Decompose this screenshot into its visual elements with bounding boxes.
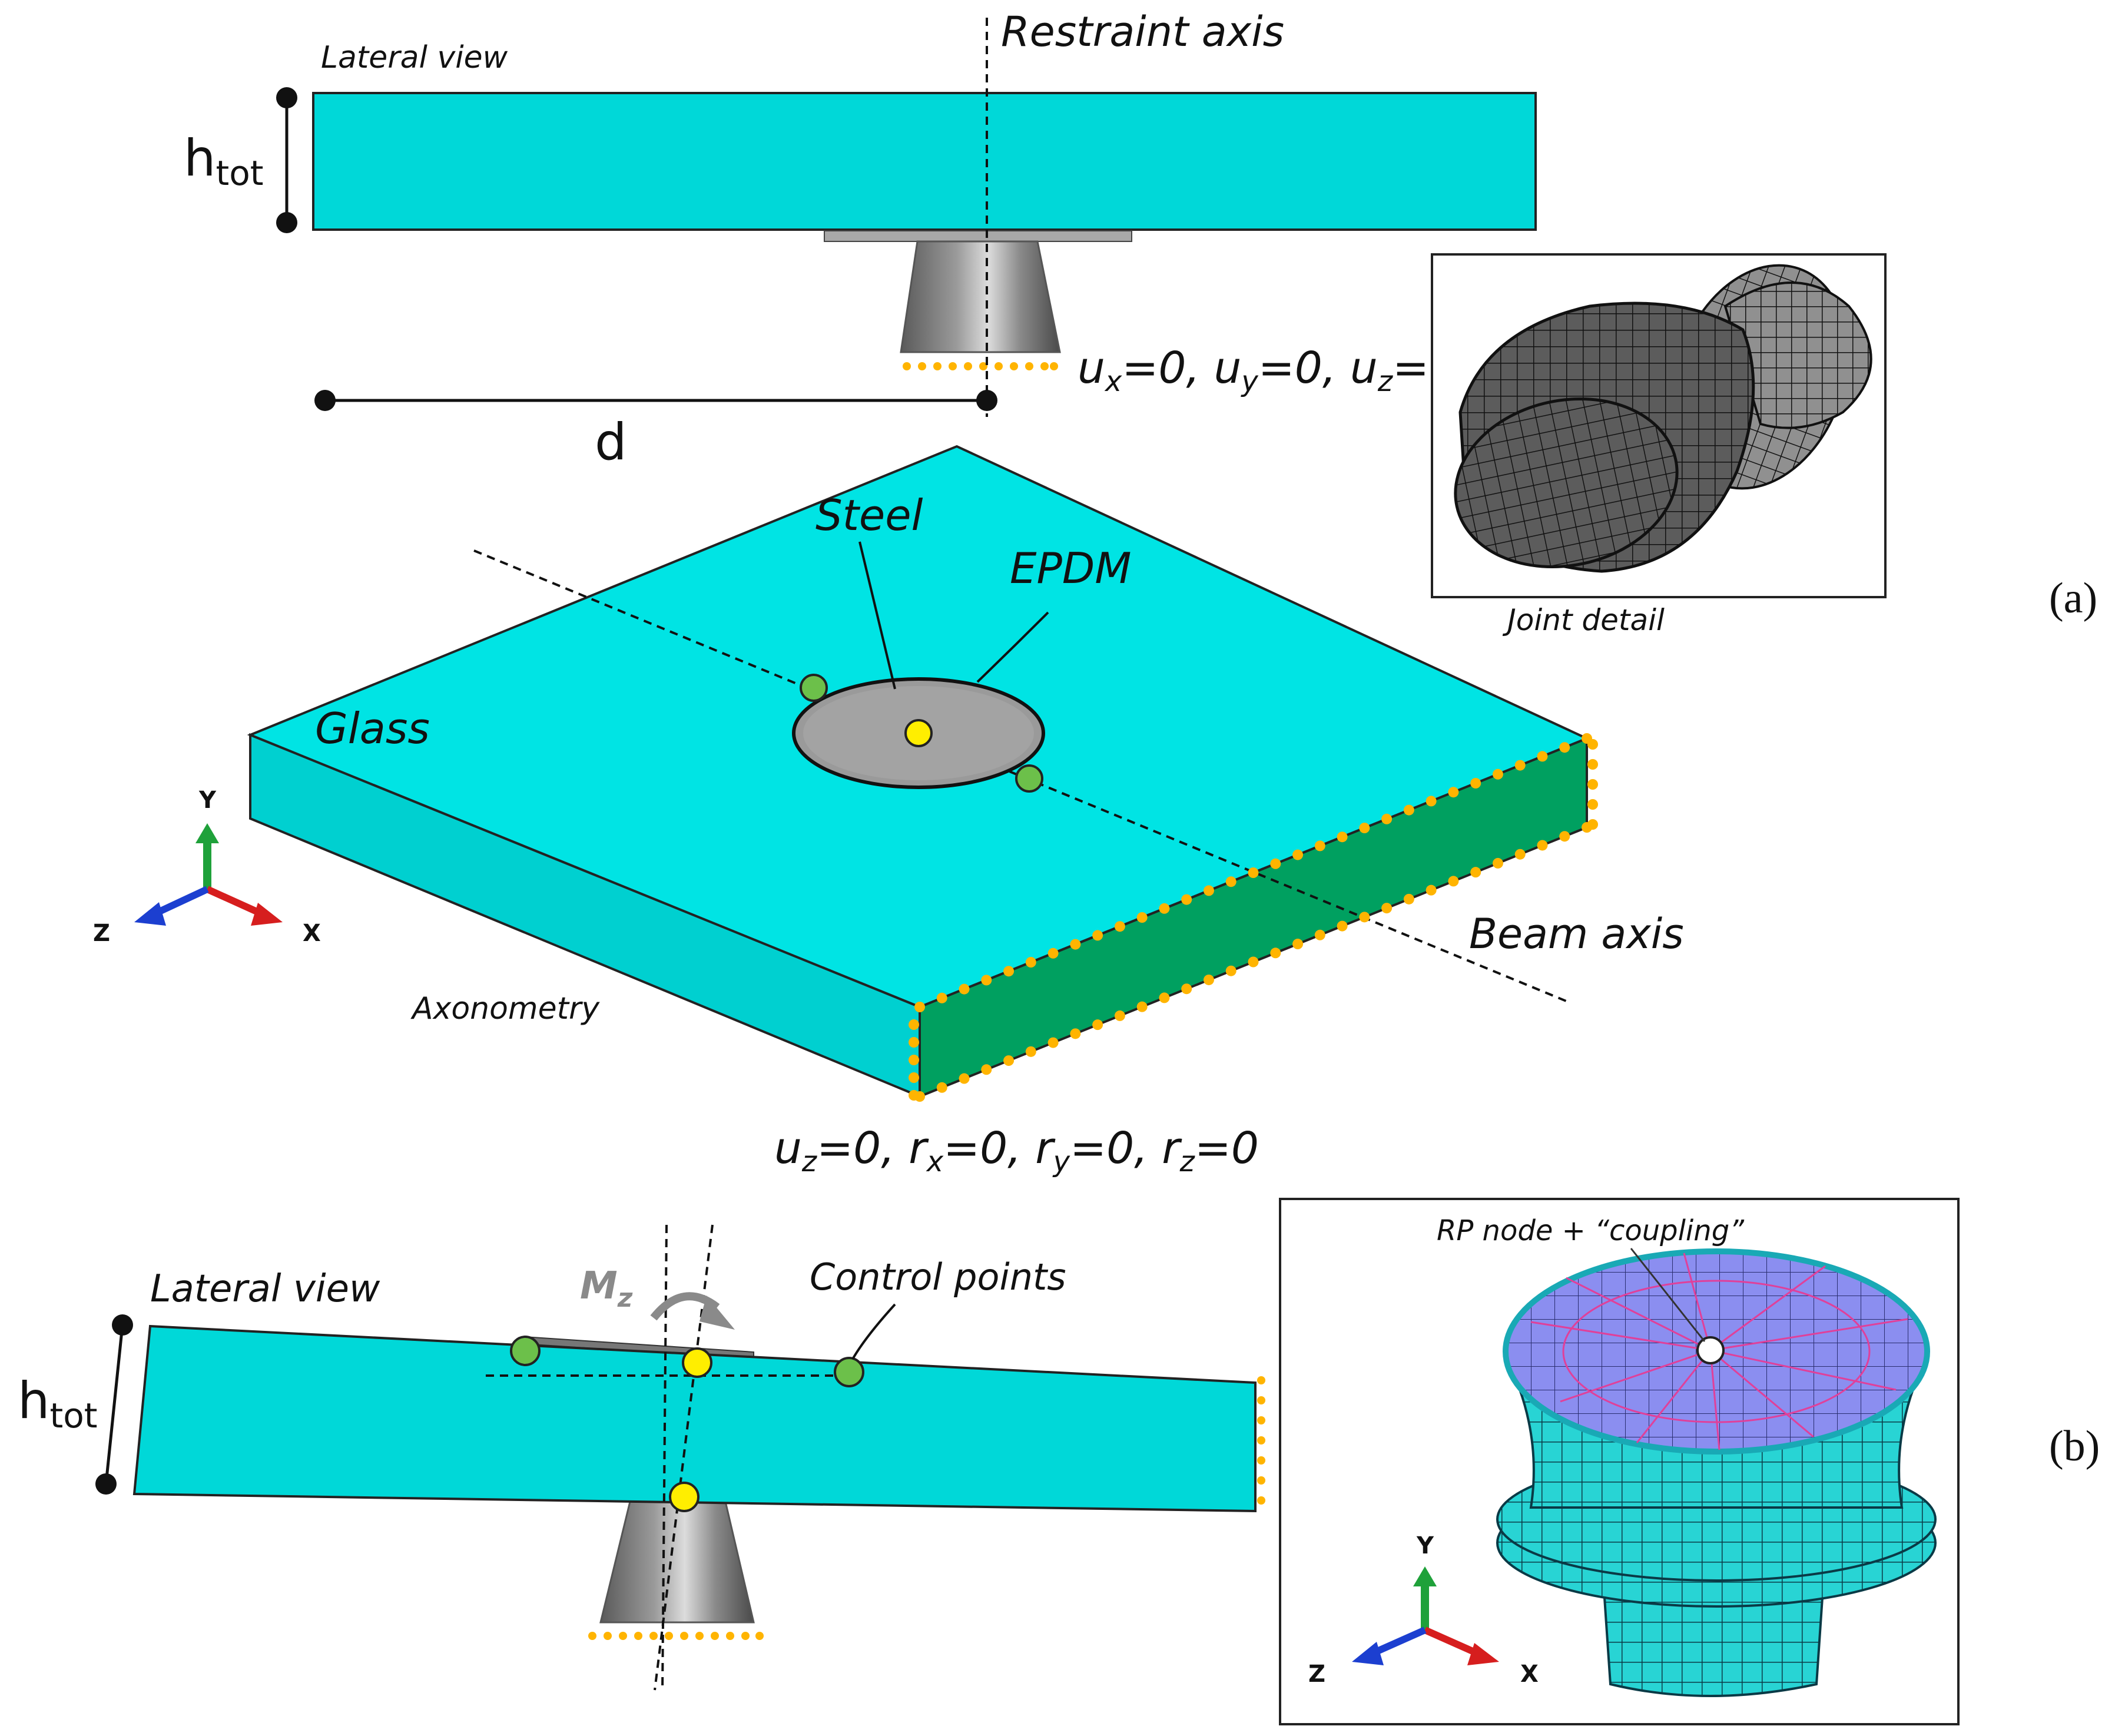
restraint-dots-clamped [909, 733, 1598, 1102]
restraint-dots-top [903, 362, 1058, 370]
control-point-a1 [800, 674, 828, 702]
restraint-dots-bottom-b [588, 1632, 764, 1640]
beam-axis-label: Beam axis [1469, 910, 1684, 958]
control-points-label: Control points [810, 1255, 1066, 1298]
steel-label: Steel [815, 491, 923, 540]
glass-plate-deformed [132, 1324, 1257, 1513]
bc-bottom-text: uz=0, rx=0, ry=0, rz=0 [774, 1123, 1259, 1178]
rp-node-inset: RP node + “coupling” Y Z X [1279, 1198, 1960, 1725]
d-dot-right [976, 390, 997, 411]
htot-label-b: htot [18, 1371, 97, 1436]
rp-node-label: RP node + “coupling” [1437, 1214, 1745, 1247]
bc-top-text: ux=0, uy=0, uz=0 [1078, 343, 1457, 398]
panel-label-b: (b) [2049, 1422, 2100, 1470]
rp-node-point [1696, 1336, 1725, 1364]
epdm-leader [976, 611, 1049, 683]
htot-dot-top-b [112, 1314, 133, 1336]
moment-label: Mz [580, 1264, 633, 1313]
reference-point-a [904, 719, 933, 747]
panel-b-lateral-view: Lateral view Mz [18, 1224, 1265, 1691]
reference-point-b1 [682, 1347, 712, 1378]
axis-x-b: X [1520, 1661, 1539, 1688]
reference-point-b2 [669, 1482, 700, 1512]
htot-dot-top-a [276, 87, 297, 108]
htot-label-a: htot [184, 129, 263, 193]
htot-dot-bottom-b [95, 1473, 117, 1495]
panel-a-lateral-view: Lateral view Restraint axis htot d ux=0,… [184, 8, 1537, 472]
joint-detail-inset: Joint detail [1431, 253, 1887, 637]
panel-a-axonometry: Steel EPDM Glass Beam axis Axonometry uz… [93, 445, 1684, 1178]
coupling-lines [1530, 1253, 1908, 1450]
joint-rear-cylinder [1723, 281, 1872, 429]
steel-fitting-deformed [599, 1500, 755, 1624]
axis-z-b: Z [1308, 1661, 1325, 1688]
joint-detail-label: Joint detail [1502, 603, 1665, 637]
glass-plate-lateral [312, 92, 1537, 231]
control-point-b2 [834, 1357, 864, 1387]
control-point-a2 [1015, 764, 1043, 793]
steel-fitting-lateral [900, 240, 1061, 353]
restraint-axis-label: Restraint axis [1001, 8, 1284, 56]
axis-triad-a: Y Z X [93, 787, 321, 947]
glass-label: Glass [315, 704, 430, 753]
axis-x-a: X [303, 920, 321, 947]
joint-front-face [1454, 397, 1679, 569]
steel-washer [824, 230, 1132, 242]
htot-dimension-b [104, 1324, 124, 1485]
axonometry-label: Axonometry [410, 991, 600, 1026]
d-label: d [595, 413, 627, 472]
panel-label-a: (a) [2049, 574, 2097, 622]
epdm-label: EPDM [1010, 544, 1131, 593]
axis-y-b: Y [1416, 1532, 1434, 1559]
moment-arrowhead [700, 1296, 735, 1330]
axis-triad-b: Y Z X [1308, 1532, 1539, 1688]
control-point-b1 [510, 1336, 541, 1366]
d-dot-left [314, 390, 336, 411]
axis-z-a: Z [93, 920, 110, 947]
control-points-leader [851, 1303, 896, 1360]
axis-y-a: Y [198, 787, 217, 814]
lateral-view-label-a: Lateral view [321, 40, 508, 75]
lateral-view-label-b: Lateral view [150, 1267, 380, 1311]
htot-dot-bottom-a [276, 212, 297, 233]
rp-node-leader [1630, 1248, 1706, 1342]
steel-leader [858, 541, 896, 690]
restraint-dots-right-b [1257, 1376, 1265, 1505]
